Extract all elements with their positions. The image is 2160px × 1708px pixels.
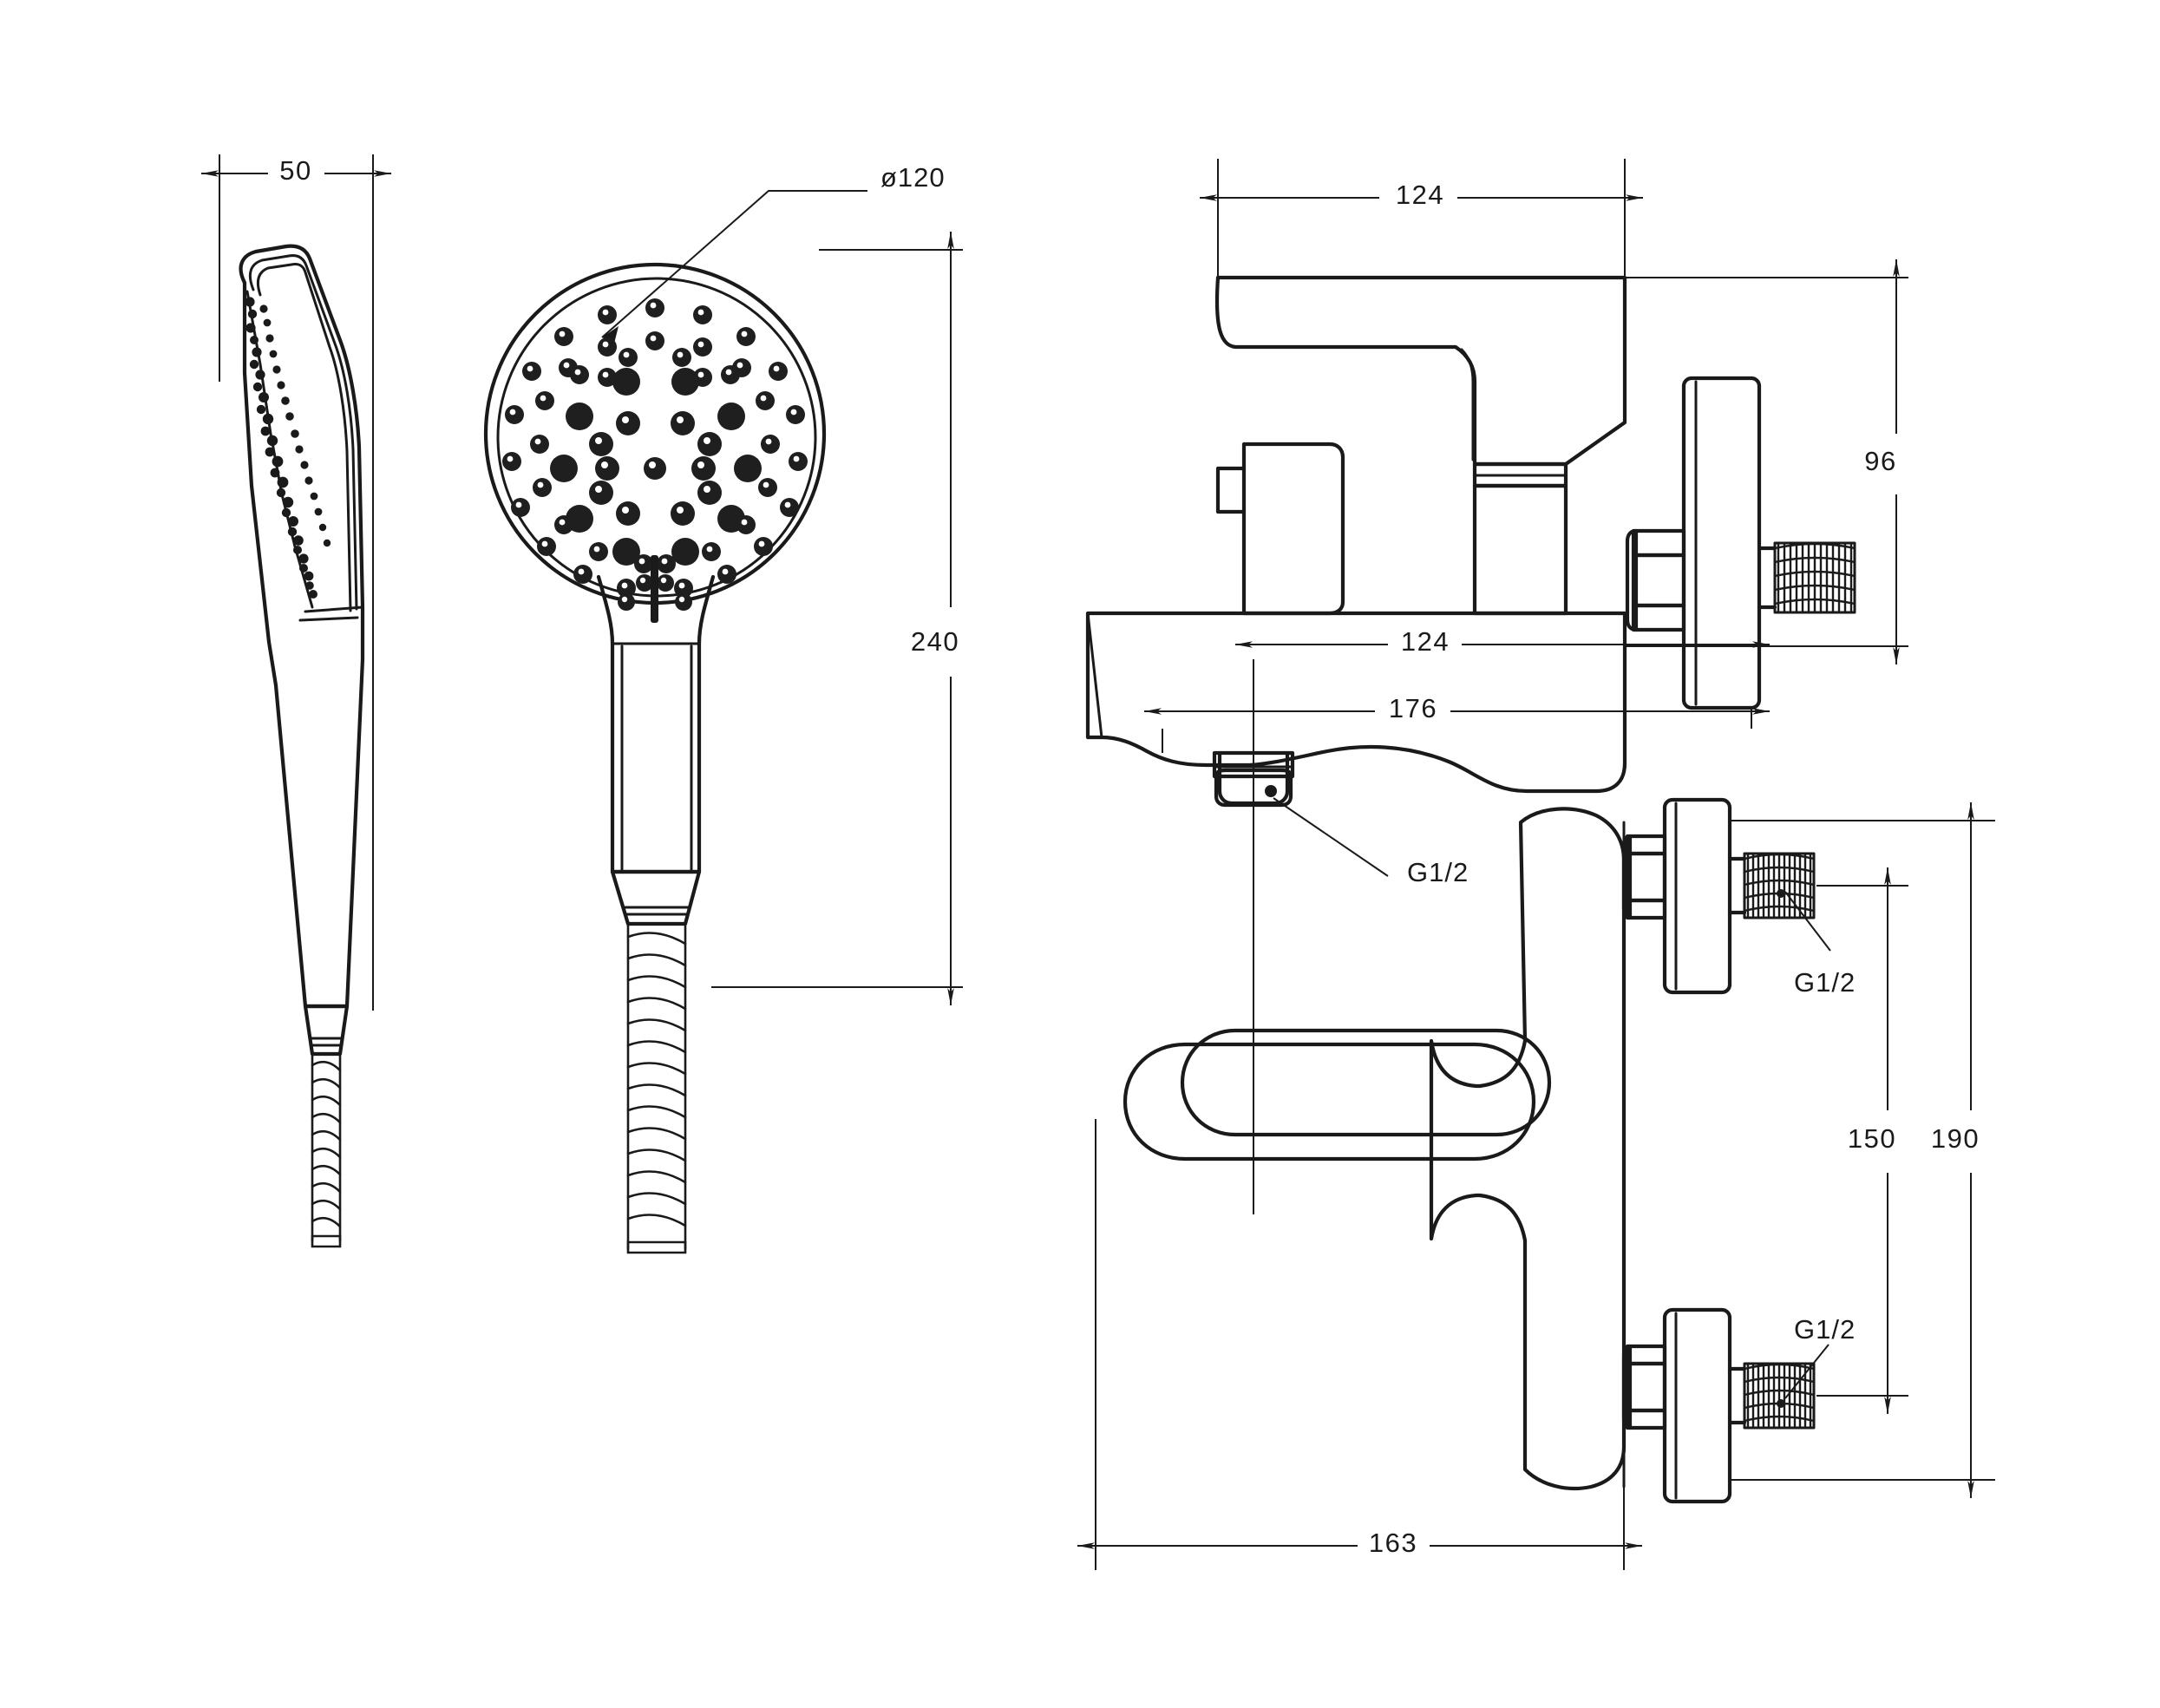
note-label-g12-shower-lower: G1/2 <box>1794 1314 1856 1345</box>
view-handshower-side: 50 <box>201 154 391 1248</box>
note-label-diameter-120: ø120 <box>880 162 946 193</box>
view-handshower-front: ø120 <box>483 162 963 1254</box>
dimension-label-176: 176 <box>1389 693 1437 723</box>
dimension-label-124-top: 124 <box>1396 180 1444 210</box>
dimension-bath-outlet-to-wall: 124 <box>1235 626 1770 729</box>
shower-lower-inlet <box>1621 1307 1816 1504</box>
dimension-label-124-bottom: 124 <box>1401 626 1450 657</box>
dimension-label-240: 240 <box>911 626 959 657</box>
dimension-bath-spout-projection: 124 <box>1200 159 1643 416</box>
handshower-front-handle <box>596 574 716 926</box>
bath-inlet-thread <box>1757 541 1856 614</box>
handshower-face-slot <box>651 555 658 623</box>
view-shower-mixer: G1/2 G1/2 <box>1077 797 1995 1570</box>
dimension-handshower-width: 50 <box>201 155 391 186</box>
dimension-shower-overall-height: 190 <box>1730 802 1995 1498</box>
shower-upper-inlet <box>1621 797 1816 995</box>
shower-mixer-body <box>1123 807 1627 1491</box>
dimension-label-190: 190 <box>1931 1123 1980 1154</box>
dimension-label-50: 50 <box>279 155 311 186</box>
bath-mixer-body <box>1085 275 1856 1214</box>
dimension-label-163: 163 <box>1369 1528 1417 1558</box>
note-spray-face-diameter: ø120 <box>601 162 946 344</box>
dimension-label-150: 150 <box>1848 1123 1896 1154</box>
dimension-shower-inlet-centers: 150 <box>1816 867 1908 1414</box>
dimension-bath-overall-projection: 176 <box>1144 693 1770 753</box>
handshower-front-hose <box>626 922 687 1254</box>
dimension-label-96: 96 <box>1864 446 1896 476</box>
handshower-nozzle-pattern <box>502 298 808 611</box>
dimension-shower-overall-width: 163 <box>1077 1119 1642 1570</box>
dimension-bath-inlet-height: 96 <box>1625 259 1908 664</box>
dimension-handshower-length: 240 <box>711 232 963 1005</box>
note-shower-lower-inlet-thread: G1/2 <box>1784 1314 1856 1399</box>
note-label-g12-shower-upper: G1/2 <box>1794 967 1856 998</box>
handshower-side-nozzles <box>245 297 331 599</box>
handshower-side-hose <box>311 1052 342 1248</box>
note-label-g12-bath: G1/2 <box>1407 857 1469 887</box>
handshower-side-body <box>239 244 365 1057</box>
note-shower-upper-inlet-thread: G1/2 <box>1784 891 1856 998</box>
note-bath-shower-outlet-thread: G1/2 <box>1273 797 1469 887</box>
view-bath-mixer: 124 <box>1085 159 1908 1214</box>
